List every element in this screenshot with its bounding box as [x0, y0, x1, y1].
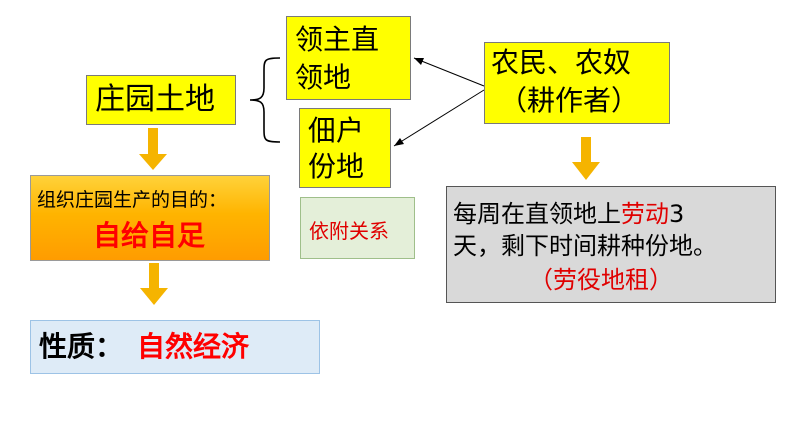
- production-purpose-box: 组织庄园生产的目的： 自给自足: [30, 175, 270, 261]
- tenant-land-text: 佃户份地: [308, 114, 365, 183]
- peasants-title: 农民、农奴: [491, 46, 632, 79]
- labor-rent-box: 每周在直领地上劳动3 天，剩下时间耕种份地。 （劳役地租）: [446, 186, 776, 303]
- labor-rent-term: （劳役地租）: [529, 266, 673, 294]
- peasants-subtitle: （耕作者）: [499, 84, 640, 117]
- nature-box: 性质： 自然经济: [30, 320, 320, 374]
- labor-line-2: 天，剩下时间耕种份地。: [453, 232, 717, 260]
- nature-value: 自然经济: [137, 330, 250, 363]
- arrow-to-tenant-land: [393, 89, 485, 147]
- purpose-value: 自给自足: [93, 219, 206, 252]
- labor-days: 3: [669, 200, 685, 228]
- tenant-land-box: 佃户份地: [299, 108, 391, 188]
- labor-line-1: 每周在直领地上劳动3: [453, 200, 685, 229]
- down-arrow-peasants: [572, 137, 600, 180]
- manor-land-text: 庄园土地: [95, 82, 215, 117]
- dependency-box: 依附关系: [300, 197, 415, 259]
- purpose-label: 组织庄园生产的目的：: [37, 189, 228, 211]
- down-arrow-purpose: [140, 263, 168, 305]
- curly-bracket: [249, 57, 281, 143]
- labor-line-1-a: 每周在直领地上: [453, 200, 621, 228]
- down-arrow-manor: [139, 128, 167, 170]
- lord-demesne-text: 领主直领地: [295, 23, 380, 94]
- nature-label: 性质：: [39, 330, 124, 363]
- labor-highlight: 劳动: [621, 200, 669, 228]
- dependency-text: 依附关系: [309, 219, 389, 243]
- arrow-to-lord-demesne: [413, 57, 485, 87]
- manor-land-box: 庄园土地: [86, 75, 236, 125]
- lord-demesne-box: 领主直领地: [286, 16, 411, 100]
- peasants-box: 农民、农奴 （耕作者）: [484, 42, 670, 124]
